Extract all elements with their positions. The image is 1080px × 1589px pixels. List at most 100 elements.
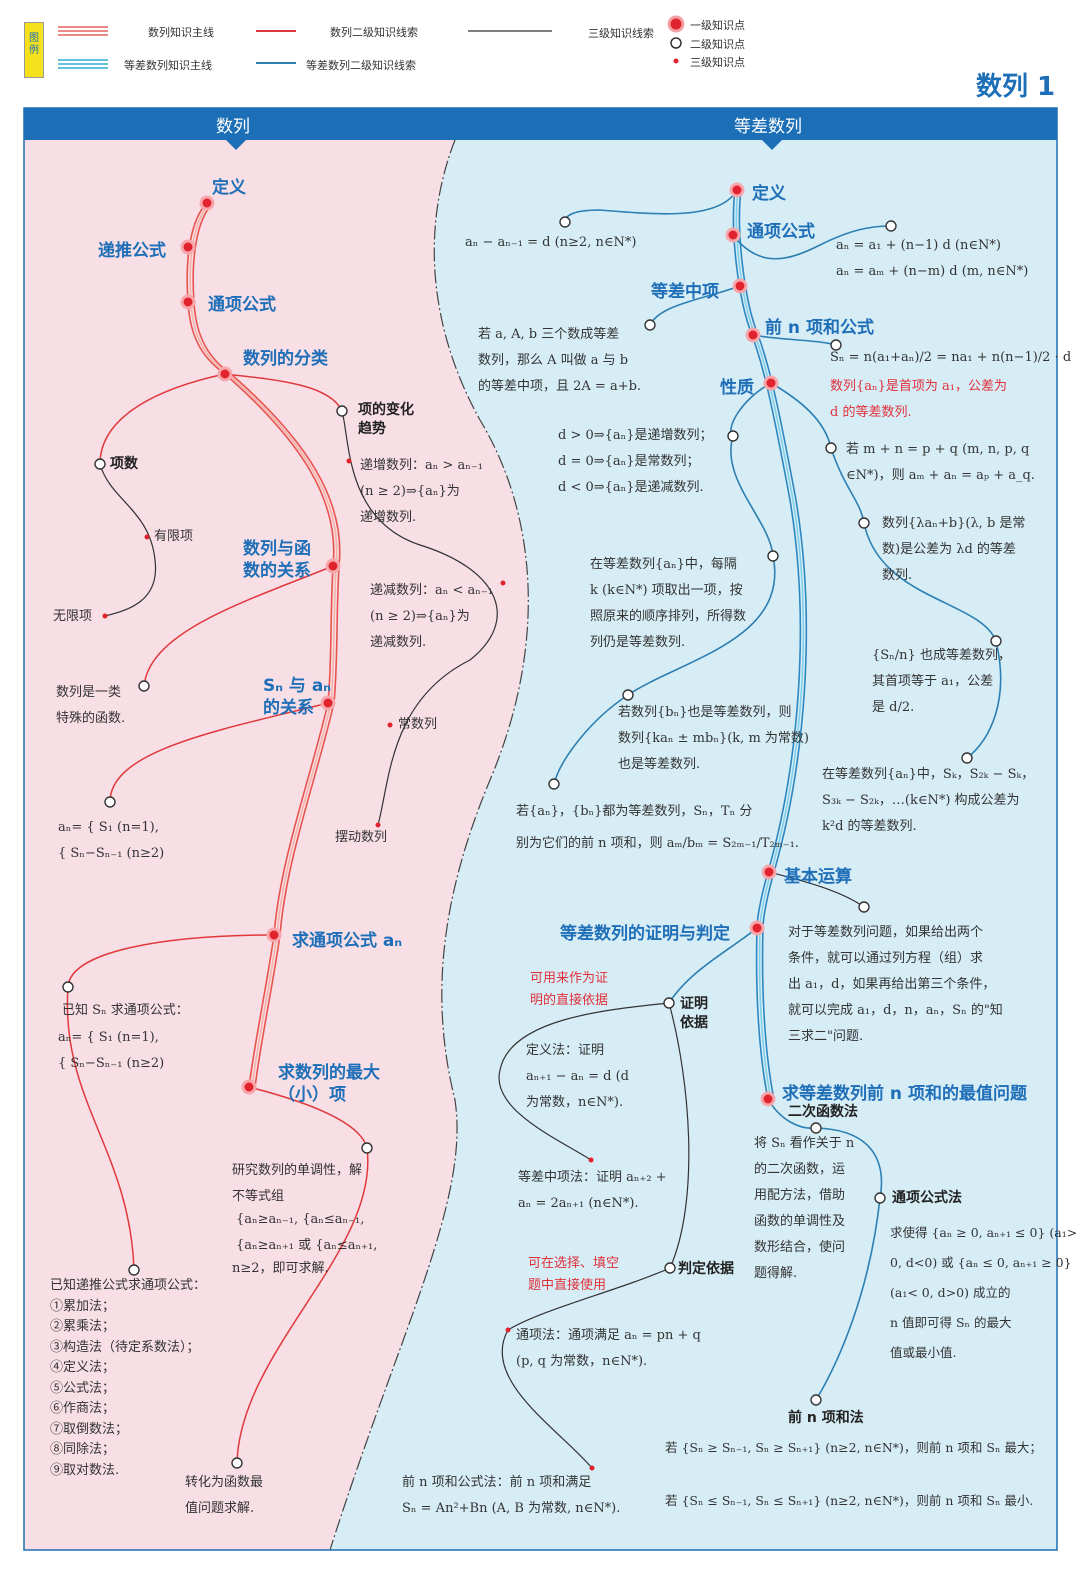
page-title: 数列 1 — [976, 72, 1056, 102]
node-sum-formula: 前 n 项和公式 — [765, 318, 874, 338]
level3-node-icon — [387, 722, 393, 728]
header-pointer-right — [762, 140, 782, 150]
node-proof-basis: 证明 依据 — [680, 996, 708, 1031]
level1-node-icon — [325, 558, 341, 574]
node-term-count: 项数 — [110, 456, 138, 472]
sum-formula-text: Sₙ = n(a₁+aₙ)/2 = na₁ + n(n−1)/2 · d — [830, 350, 1072, 365]
level2-node-icon — [94, 458, 106, 470]
level2-node-icon — [663, 997, 675, 1009]
arith-mean-text: 若 a, A, b 三个数成等差 数列，那么 A 叫做 a 与 b 的等差中项，… — [478, 327, 642, 394]
level1-node-icon — [760, 1091, 776, 1107]
node-ap-general-term: 通项公式 — [747, 222, 815, 242]
legend-main-line: 数列知识主线 — [148, 26, 214, 39]
legend-badge: 图例 — [24, 22, 44, 78]
level2-node-icon — [990, 635, 1002, 647]
finite-terms: 有限项 — [154, 529, 194, 544]
level3-swatch — [673, 58, 679, 64]
level1-node-icon — [763, 375, 779, 391]
level2-node-icon — [128, 1264, 140, 1276]
node-find-general-term: 求通项公式 aₙ — [292, 931, 403, 951]
level2-node-icon — [727, 430, 739, 442]
legend-swatches — [58, 15, 685, 69]
node-recursive-formula: 递推公式 — [98, 241, 166, 261]
panel-divider — [329, 139, 529, 1551]
constant-seq: 常数列 — [398, 717, 438, 732]
monotonic-formula: {aₙ≥aₙ₋₁, {aₙ≤aₙ₋₁, {aₙ≥aₙ₊₁ 或 {aₙ≤aₙ₊₁, — [236, 1212, 378, 1253]
level2-node-icon — [874, 1192, 886, 1204]
monotone-property: d > 0⇒{aₙ}是递增数列； d = 0⇒{aₙ}是常数列； d < 0⇒{… — [558, 428, 713, 495]
ap-main-line-swatch — [58, 59, 108, 69]
max-condition: 若 {Sₙ ≥ Sₙ₋₁, Sₙ ≥ Sₙ₊₁} (n≥2, n∈N*)，则前 … — [665, 1440, 1042, 1455]
sk-property: 在等差数列{aₙ}中，Sₖ，S₂ₖ − Sₖ， S₃ₖ − S₂ₖ，…(k∈N*… — [822, 767, 1035, 834]
legend-level2: 二级知识点 — [690, 38, 745, 51]
node-trend: 项的变化 趋势 — [358, 402, 414, 437]
left-third-lines — [99, 410, 498, 826]
level1-node-icon — [320, 695, 336, 711]
monotonic-method: 研究数列的单调性，解 不等式组 — [232, 1163, 363, 1204]
ap-general-formula: aₙ = a₁ + (n−1) d (n∈N*) aₙ = aₘ + (n−m)… — [836, 238, 1029, 279]
level2-node-icon — [62, 981, 74, 993]
node-arith-mean: 等差中项 — [651, 282, 719, 302]
level1-swatch — [667, 15, 685, 33]
function-max: 转化为函数最 值问题求解. — [185, 1475, 264, 1516]
node-basic-ops: 基本运算 — [784, 867, 852, 887]
ratio-property: 若{aₙ}，{bₙ}都为等差数列，Sₙ，Tₙ 分 别为它们的前 n 项和，则 a… — [516, 804, 799, 851]
level3-node-icon — [500, 580, 506, 586]
mean-method: 等差中项法：证明 aₙ₊₂ + aₙ = 2aₙ₊₁ (n∈N*). — [518, 1170, 667, 1211]
level2-node-icon — [830, 339, 842, 351]
level2-node-icon — [810, 1122, 822, 1134]
header-left: 数列 — [216, 117, 250, 137]
level1-node-icon — [729, 182, 745, 198]
level1-node-icon — [725, 227, 741, 243]
definition-method: 定义法：证明 aₙ₊₁ − aₙ = d (d 为常数，n∈N*). — [526, 1043, 629, 1110]
node-properties: 性质 — [720, 378, 754, 398]
node-sum-n-method: 前 n 项和法 — [788, 1410, 864, 1426]
node-judge-basis: 判定依据 — [678, 1261, 734, 1277]
level2-node-icon — [361, 1142, 373, 1154]
node-extreme: 求等差数列前 n 项和的最值问题 — [782, 1084, 1027, 1104]
level1-node-icon — [241, 1079, 257, 1095]
level2-node-icon — [138, 680, 150, 692]
node-ap-definition: 定义 — [752, 184, 786, 204]
sn-over-n-property: {Sₙ/n} 也成等差数列， 其首项等于 a₁，公差 是 d/2. — [872, 648, 1011, 715]
basic-ops-text: 对于等差数列问题，如果给出两个 条件，就可以通过列方程（组）求 出 a₁，d，如… — [788, 925, 1003, 1044]
level1-node-icon — [749, 920, 765, 936]
level2-node-icon — [858, 901, 870, 913]
level3-node-icon — [375, 822, 381, 828]
level3-node-icon — [346, 458, 352, 464]
infinite-terms: 无限项 — [53, 609, 93, 624]
sum-note: 数列{aₙ}是首项为 a₁，公差为 d 的等差数列. — [830, 379, 1008, 420]
level3-node-icon — [588, 1157, 594, 1163]
legend-ap-secondary-line: 等差数列二级知识线索 — [306, 59, 416, 72]
level1-node-icon — [217, 366, 233, 382]
level2-node-icon — [810, 1394, 822, 1406]
level2-node-icon — [767, 550, 779, 562]
level2-node-icon — [885, 220, 897, 232]
header-bar — [24, 108, 1057, 140]
known-sn: 已知 Sₙ 求通项公式： — [62, 1003, 189, 1018]
legend-level3: 三级知识点 — [690, 56, 745, 69]
node-definition: 定义 — [212, 178, 246, 198]
level2-node-icon — [664, 1262, 676, 1274]
node-proof: 等差数列的证明与判定 — [560, 924, 730, 944]
level3-node-icon — [505, 1327, 511, 1333]
level2-node-icon — [231, 1457, 243, 1469]
judge-note: 可在选择、填空 题中直接使用 — [528, 1256, 620, 1293]
level1-node-icon — [266, 927, 282, 943]
level1-node-icon — [761, 864, 777, 880]
main-line-swatch — [58, 26, 108, 36]
node-quadratic: 二次函数法 — [788, 1104, 858, 1120]
ap-definition-formula: aₙ − aₙ₋₁ = d (n≥2, n∈N*) — [465, 235, 637, 250]
mnpq-property: 若 m + n = p + q (m, n, p, q ∈N*)，则 aₘ + … — [846, 442, 1035, 483]
known-sn-formula: aₙ= { S₁ (n=1), { Sₙ−Sₙ₋₁ (n≥2) — [58, 1030, 165, 1071]
level1-node-icon — [732, 278, 748, 294]
node-max-term: 求数列的最大 （小）项 — [278, 1063, 380, 1105]
level3-node-icon — [144, 534, 150, 540]
legend-secondary-line: 数列二级知识线索 — [330, 26, 418, 39]
node-classification: 数列的分类 — [243, 349, 328, 369]
level2-node-icon — [104, 796, 116, 808]
term-formula-text: 求使得 {aₙ ≥ 0, aₙ₊₁ ≤ 0} (a₁> 0, d<0) 或 {a… — [890, 1225, 1078, 1360]
legend-level1: 一级知识点 — [690, 19, 745, 32]
proof-note: 可用来作为证 明的直接依据 — [530, 971, 609, 1008]
